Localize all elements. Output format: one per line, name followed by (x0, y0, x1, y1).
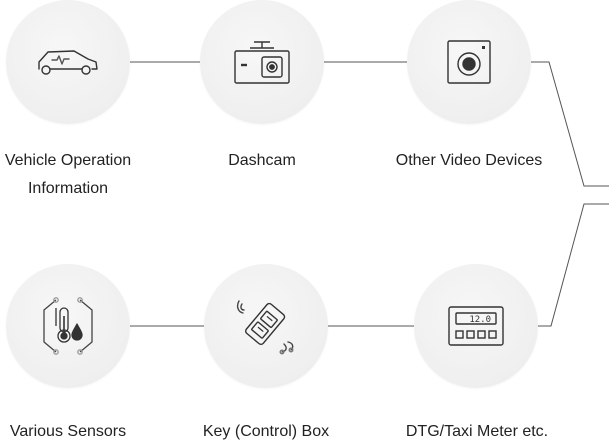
connector-video-hub (531, 61, 609, 187)
dashcam-node (200, 0, 324, 124)
vehicle-node (6, 0, 130, 124)
vehicle-label: Vehicle Operation Information (0, 147, 138, 203)
key-node (204, 264, 328, 388)
vehicle-label-line1: Vehicle Operation (4, 152, 132, 169)
sensors-label: Various Sensors (9, 423, 127, 440)
video-node (407, 0, 531, 124)
taxi-meter-icon: 12.0 (448, 306, 504, 346)
key-box-icon (236, 300, 294, 355)
sensors-node (6, 264, 130, 388)
vehicle-label-line2: Information (27, 180, 109, 197)
taxi-meter-display: 12.0 (469, 315, 491, 325)
dtg-node: 12.0 (414, 264, 538, 388)
dtg-label: DTG/Taxi Meter etc. (405, 423, 549, 440)
car-icon (38, 50, 98, 75)
connector-dtg-hub (536, 203, 609, 327)
video-label: Other Video Devices (395, 152, 543, 169)
dashcam-icon (234, 41, 290, 84)
video-device-icon (447, 40, 491, 84)
sensor-icon (43, 297, 93, 355)
dashcam-label: Dashcam (228, 152, 296, 169)
key-label: Key (Control) Box (202, 423, 330, 440)
